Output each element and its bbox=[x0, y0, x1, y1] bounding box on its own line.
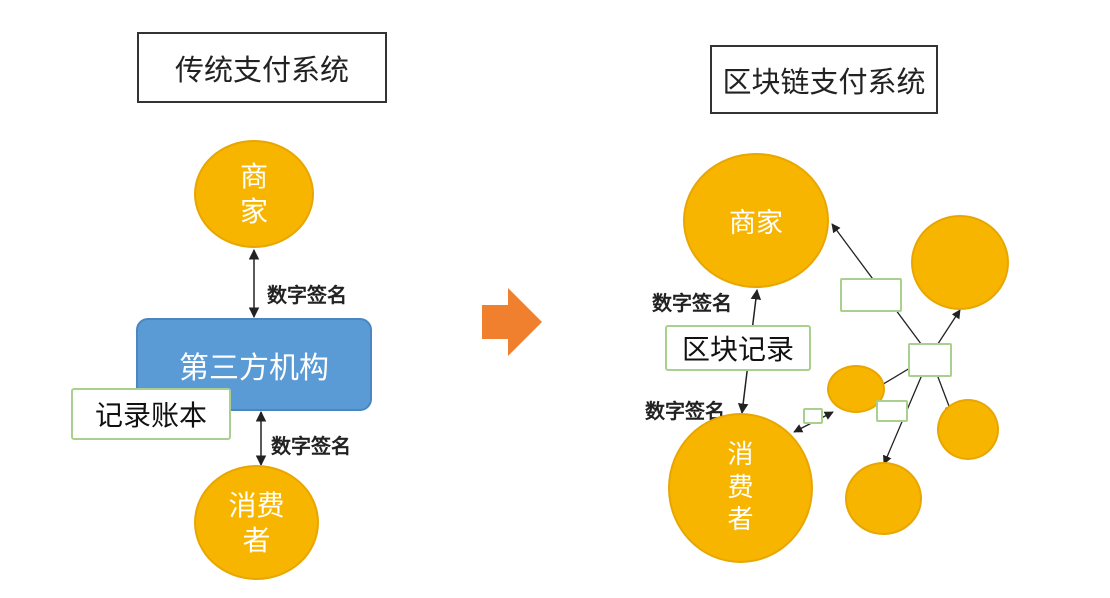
ledger-label: 记录账本 bbox=[94, 399, 207, 432]
left-signature-bottom: 数字签名 bbox=[271, 434, 351, 458]
network-record-box-4 bbox=[803, 408, 823, 424]
network-record-box-3 bbox=[876, 400, 908, 422]
network-record-box-2 bbox=[908, 343, 952, 377]
right-consumer-line-3: 者 bbox=[727, 505, 754, 536]
left-consumer-node: 消费 者 bbox=[194, 465, 319, 580]
right-title-box: 区块链支付系统 bbox=[710, 45, 938, 114]
left-merchant-node: 商 家 bbox=[194, 140, 314, 248]
network-node-right bbox=[937, 399, 999, 460]
ledger-box: 记录账本 bbox=[71, 388, 231, 440]
left-consumer-line-2: 者 bbox=[242, 523, 271, 557]
institution-label: 第三方机构 bbox=[179, 350, 329, 386]
right-merchant-label: 商家 bbox=[729, 208, 783, 239]
left-merchant-line-2: 家 bbox=[239, 195, 268, 228]
left-title: 传统支付系统 bbox=[174, 52, 349, 87]
left-consumer-line-1: 消费 bbox=[228, 488, 285, 522]
block-record-box: 区块记录 bbox=[665, 325, 811, 371]
network-node-small-middle bbox=[827, 365, 885, 413]
right-consumer-line-2: 费 bbox=[727, 472, 754, 503]
network-node-bottom bbox=[845, 462, 922, 535]
right-consumer-node: 消 费 者 bbox=[668, 413, 813, 563]
transition-arrow bbox=[482, 288, 542, 356]
left-title-box: 传统支付系统 bbox=[137, 32, 387, 103]
third-party-institution: 第三方机构 bbox=[136, 318, 372, 411]
right-signature-top: 数字签名 bbox=[652, 291, 732, 315]
right-merchant-node: 商家 bbox=[683, 153, 829, 288]
left-merchant-line-1: 商 bbox=[239, 160, 268, 193]
left-signature-top: 数字签名 bbox=[267, 283, 347, 307]
block-record-label: 区块记录 bbox=[681, 333, 794, 366]
right-consumer-line-1: 消 bbox=[727, 440, 754, 471]
network-node-top-right bbox=[911, 215, 1009, 310]
right-title: 区块链支付系统 bbox=[722, 64, 926, 99]
network-record-box-1 bbox=[840, 278, 902, 312]
